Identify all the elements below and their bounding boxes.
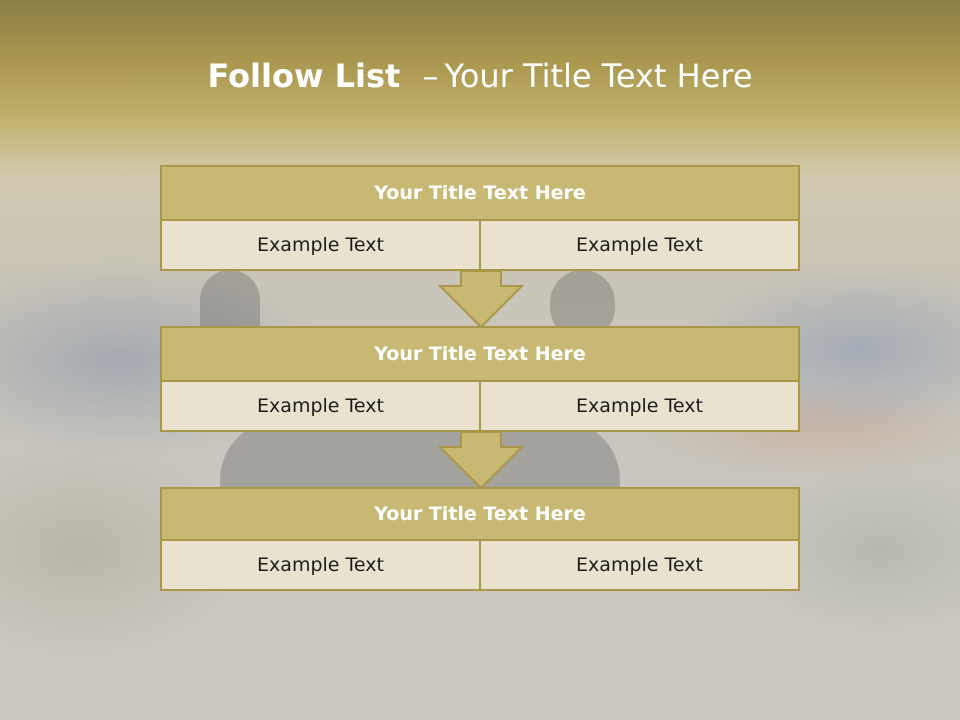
block-cell-right: Example Text	[479, 221, 798, 269]
title-bold-part: Follow List	[207, 57, 401, 95]
block-title: Your Title Text Here	[160, 165, 800, 221]
slide-title: Follow List –Your Title Text Here	[0, 52, 960, 100]
block-cell-left: Example Text	[257, 234, 384, 256]
block-title: Your Title Text Here	[160, 487, 800, 541]
follow-block-1: Your Title Text Here Example Text Exampl…	[160, 165, 800, 271]
block-cell-right: Example Text	[479, 382, 798, 430]
down-arrow-icon	[438, 270, 524, 328]
down-arrow-icon	[438, 431, 524, 489]
block-row: Example Text Example Text	[160, 221, 800, 271]
title-rest-part: Your Title Text Here	[444, 57, 753, 95]
block-row: Example Text Example Text	[160, 541, 800, 591]
follow-block-2: Your Title Text Here Example Text Exampl…	[160, 326, 800, 432]
block-title: Your Title Text Here	[160, 326, 800, 382]
block-cell-left: Example Text	[257, 395, 384, 417]
block-row: Example Text Example Text	[160, 382, 800, 432]
title-separator: –	[422, 57, 439, 95]
block-cell-right: Example Text	[479, 541, 798, 589]
follow-block-3: Your Title Text Here Example Text Exampl…	[160, 487, 800, 591]
block-cell-left: Example Text	[257, 554, 384, 576]
